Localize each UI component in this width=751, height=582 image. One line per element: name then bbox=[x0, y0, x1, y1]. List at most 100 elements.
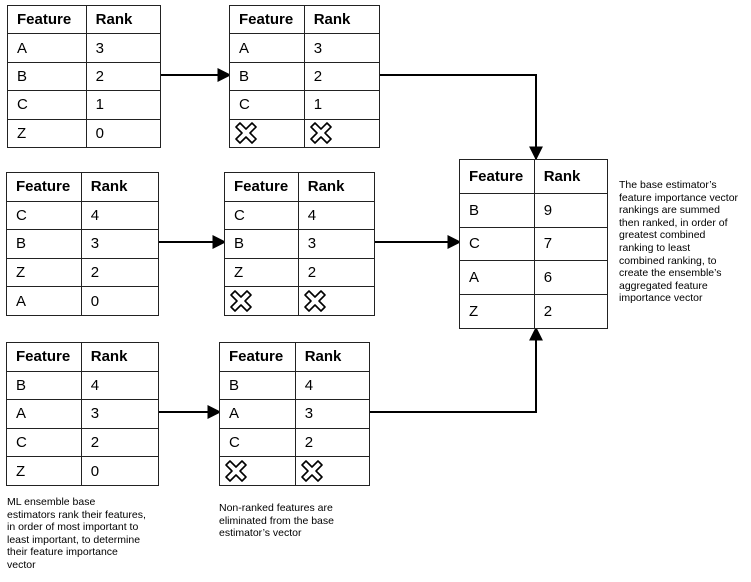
note-line: feature importance vector bbox=[619, 191, 739, 204]
cell-rank: 2 bbox=[297, 257, 376, 288]
cell-rank: 3 bbox=[85, 33, 162, 63]
cell-feature: Z bbox=[459, 294, 535, 329]
cell-rank: 3 bbox=[303, 33, 381, 63]
cell-feature: C bbox=[229, 90, 305, 120]
note-line: their feature importance bbox=[7, 546, 118, 559]
note-line: The base estimator’s bbox=[619, 179, 717, 191]
eliminated-cell bbox=[303, 118, 381, 148]
cell-rank: 4 bbox=[297, 200, 376, 231]
cell-feature: B bbox=[224, 229, 299, 259]
note-line: ranking to least bbox=[619, 241, 691, 254]
cell-feature: Z bbox=[224, 257, 299, 288]
cell-rank: 0 bbox=[80, 286, 160, 316]
cell-rank: 2 bbox=[85, 61, 162, 92]
cell-feature: B bbox=[219, 370, 296, 401]
cell-rank: 7 bbox=[533, 226, 609, 262]
cell-feature: B bbox=[459, 192, 535, 228]
header-rank: Rank bbox=[533, 159, 609, 194]
cell-feature: B bbox=[6, 229, 82, 259]
header-rank: Rank bbox=[80, 172, 160, 202]
x-cross-icon bbox=[235, 122, 257, 145]
note-line: Non-ranked features are bbox=[219, 502, 333, 514]
note-line: estimators rank their features, bbox=[7, 508, 146, 521]
eliminated-cell bbox=[224, 286, 299, 316]
cell-feature: C bbox=[7, 90, 87, 120]
cell-feature: A bbox=[6, 286, 82, 316]
cell-feature: A bbox=[459, 260, 535, 296]
x-cross-icon bbox=[303, 290, 326, 312]
cell-rank: 9 bbox=[533, 192, 609, 228]
cell-rank: 0 bbox=[80, 456, 160, 486]
cell-feature: Z bbox=[6, 257, 82, 288]
cell-rank: 1 bbox=[303, 90, 381, 120]
cell-feature: C bbox=[219, 427, 296, 458]
cell-rank: 3 bbox=[80, 229, 160, 259]
header-feature: Feature bbox=[219, 342, 296, 372]
eliminated-row bbox=[224, 286, 376, 316]
cell-feature: A bbox=[219, 399, 296, 429]
header-feature: Feature bbox=[224, 172, 299, 202]
note-line: vector bbox=[7, 558, 36, 571]
note-line: rankings are summed bbox=[619, 204, 720, 217]
cell-feature: B bbox=[229, 61, 305, 92]
arrow-to-aggregate-top bbox=[380, 74, 543, 161]
cell-rank: 0 bbox=[85, 118, 162, 148]
header-feature: Feature bbox=[6, 342, 82, 372]
arrow-to-aggregate-bottom bbox=[370, 326, 543, 413]
cell-feature: A bbox=[7, 33, 87, 63]
note-line: then ranked, in order of bbox=[619, 216, 728, 229]
cell-rank: 2 bbox=[533, 294, 609, 329]
cell-feature: C bbox=[224, 200, 299, 231]
header-feature: Feature bbox=[7, 4, 87, 35]
cell-rank: 3 bbox=[294, 399, 371, 429]
note-line: least important, to determine bbox=[7, 533, 141, 546]
eliminated-cell bbox=[297, 286, 376, 316]
note-line: greatest combined bbox=[619, 229, 706, 242]
cell-feature: B bbox=[6, 370, 82, 401]
header-rank: Rank bbox=[303, 4, 381, 35]
x-cross-icon bbox=[309, 122, 332, 145]
cell-rank: 4 bbox=[80, 370, 160, 401]
note-line: importance vector bbox=[619, 292, 703, 305]
cell-rank: 2 bbox=[303, 61, 381, 92]
cell-rank: 1 bbox=[85, 90, 162, 120]
x-cross-icon bbox=[300, 460, 323, 482]
header-feature: Feature bbox=[6, 172, 82, 202]
eliminated-cell bbox=[219, 456, 296, 486]
cell-feature: Z bbox=[7, 118, 87, 148]
note-line: estimator’s vector bbox=[219, 527, 302, 540]
cell-feature: C bbox=[459, 226, 535, 262]
cell-rank: 2 bbox=[294, 427, 371, 458]
x-cross-icon bbox=[230, 290, 252, 312]
cell-feature: A bbox=[6, 399, 82, 429]
header-feature: Feature bbox=[229, 4, 305, 35]
cell-rank: 3 bbox=[80, 399, 160, 429]
eliminated-row bbox=[229, 118, 381, 148]
header-rank: Rank bbox=[85, 4, 162, 35]
note-line: create the ensemble’s bbox=[619, 267, 722, 280]
